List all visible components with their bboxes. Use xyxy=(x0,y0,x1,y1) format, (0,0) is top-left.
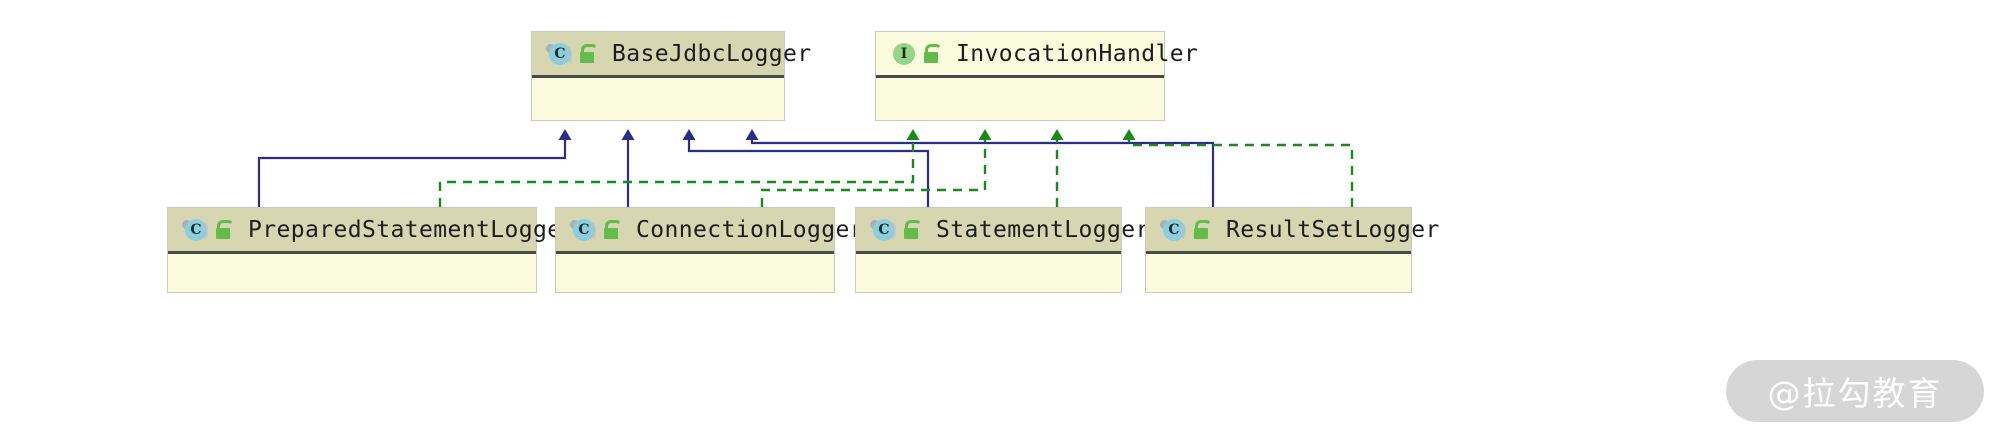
edge-resultsetlogger-extends-basejdbclogger xyxy=(745,129,1215,207)
unlocked-padlock-icon xyxy=(922,43,942,64)
class-name-label: ResultSetLogger xyxy=(1226,216,1440,243)
unlocked-padlock-icon xyxy=(214,219,234,240)
uml-class-statementlogger[interactable]: C StatementLogger xyxy=(855,207,1149,293)
class-badge-icon: C xyxy=(182,217,208,243)
uml-header: C BaseJdbcLogger xyxy=(532,32,811,78)
edge-preparedstatementlogger-implements-invocationhandler xyxy=(438,129,920,207)
edge-resultsetlogger-implements-invocationhandler xyxy=(1122,129,1354,207)
class-name-label: BaseJdbcLogger xyxy=(612,40,812,67)
uml-header: C StatementLogger xyxy=(856,208,1149,254)
uml-members-compartment xyxy=(532,78,784,116)
uml-header: C ResultSetLogger xyxy=(1146,208,1439,254)
unlocked-padlock-icon xyxy=(1192,219,1212,240)
class-name-label: StatementLogger xyxy=(936,216,1150,243)
unlocked-padlock-icon xyxy=(602,219,622,240)
uml-members-compartment xyxy=(876,78,1164,116)
uml-class-preparedstatementlogger[interactable]: C PreparedStatementLogger xyxy=(167,207,575,293)
edge-connectionlogger-implements-invocationhandler xyxy=(760,129,992,207)
uml-class-connectionlogger[interactable]: C ConnectionLogger xyxy=(555,207,864,293)
uml-header: C PreparedStatementLogger xyxy=(168,208,575,254)
edge-statementlogger-extends-basejdbclogger xyxy=(682,129,930,207)
unlocked-padlock-icon xyxy=(578,43,598,64)
class-badge-icon: C xyxy=(570,217,596,243)
watermark-label: @拉勾教育 xyxy=(1767,374,1943,413)
class-badge-icon: C xyxy=(1160,217,1186,243)
class-name-label: PreparedStatementLogger xyxy=(248,216,576,243)
edge-preparedstatementlogger-extends-basejdbclogger xyxy=(257,129,572,207)
class-badge-icon: C xyxy=(870,217,896,243)
interface-name-label: InvocationHandler xyxy=(956,40,1199,67)
uml-members-compartment xyxy=(856,254,1121,292)
uml-members-compartment xyxy=(1146,254,1411,292)
uml-header: I InvocationHandler xyxy=(876,32,1198,78)
interface-badge-icon: I xyxy=(890,41,916,67)
class-name-label: ConnectionLogger xyxy=(636,216,864,243)
unlocked-padlock-icon xyxy=(902,219,922,240)
uml-members-compartment xyxy=(168,254,536,292)
uml-class-resultsetlogger[interactable]: C ResultSetLogger xyxy=(1145,207,1439,293)
uml-members-compartment xyxy=(556,254,834,292)
class-badge-icon: C xyxy=(546,41,572,67)
uml-header: C ConnectionLogger xyxy=(556,208,864,254)
watermark-badge: @拉勾教育 xyxy=(1726,360,1984,422)
uml-interface-invocationhandler[interactable]: I InvocationHandler xyxy=(875,31,1198,121)
uml-class-basejdbclogger[interactable]: C BaseJdbcLogger xyxy=(531,31,811,121)
